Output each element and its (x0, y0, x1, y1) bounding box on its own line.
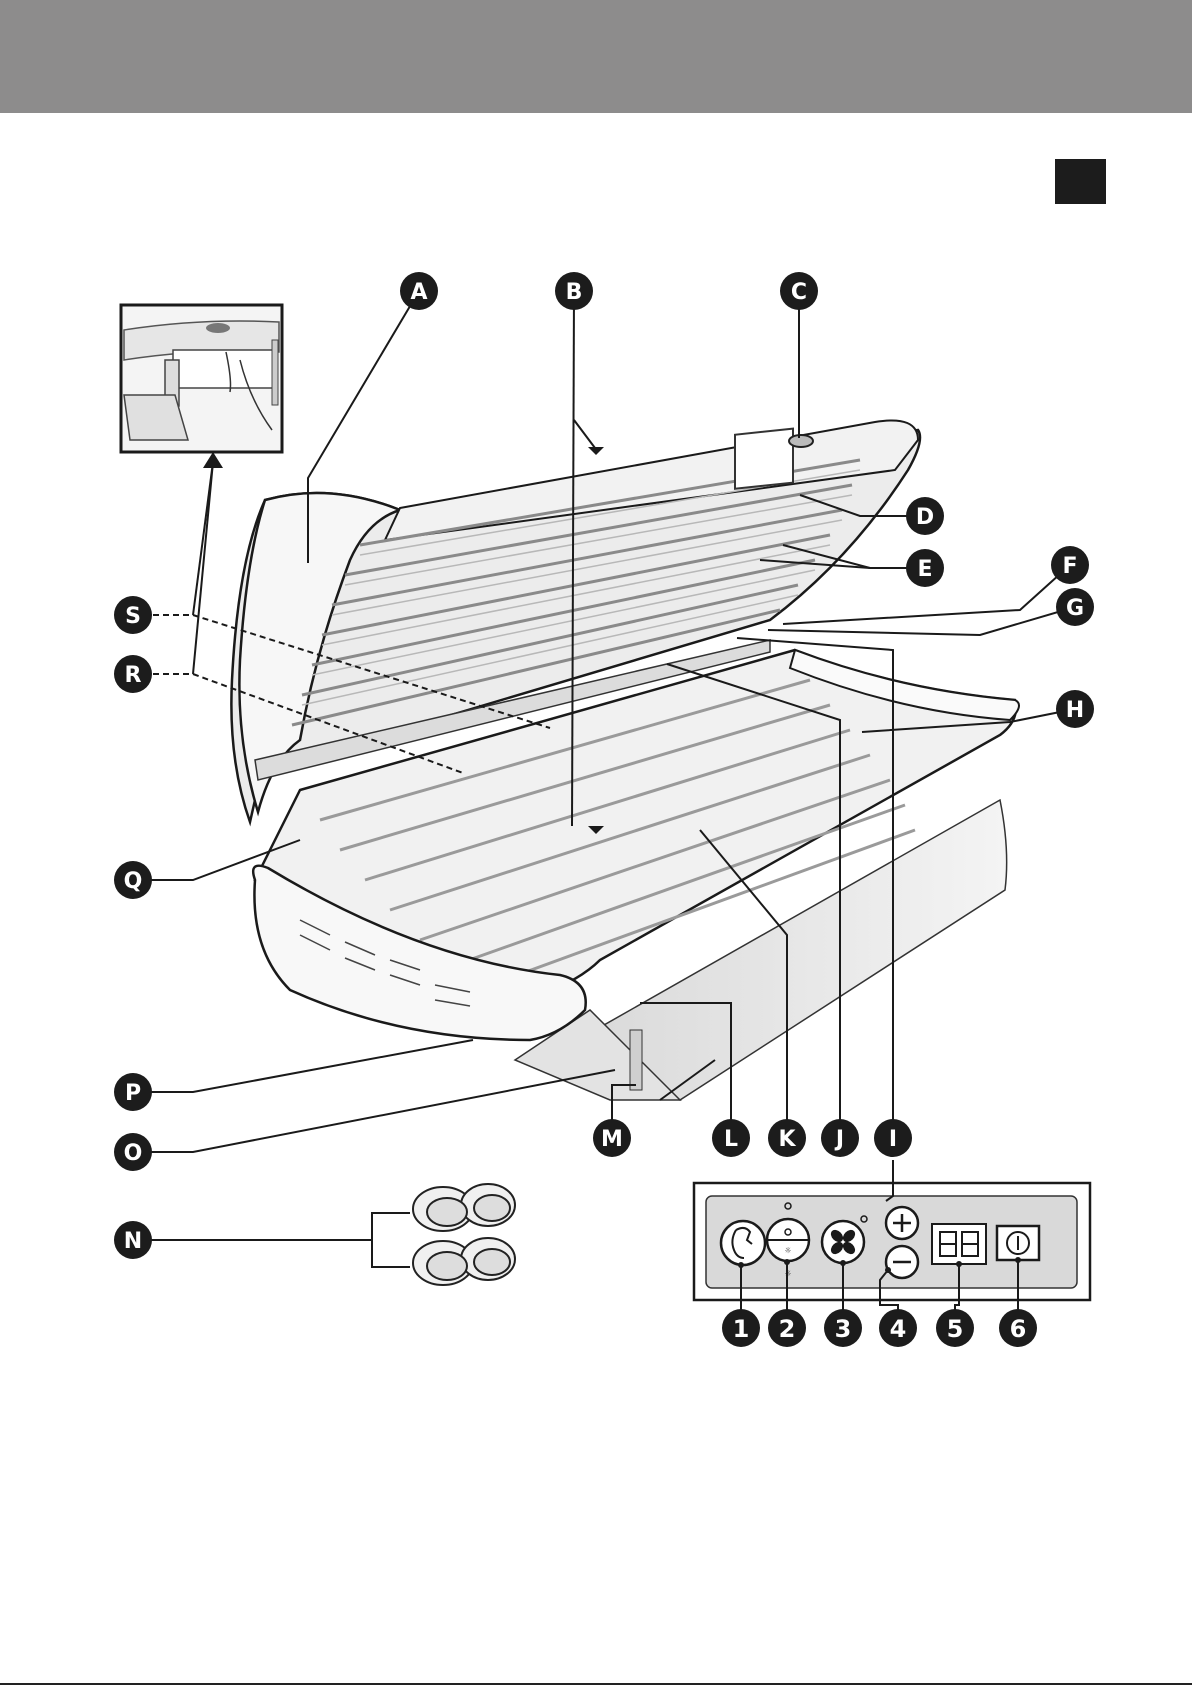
svg-text:B: B (566, 280, 583, 305)
svg-text:P: P (125, 1081, 141, 1106)
svg-text:4: 4 (890, 1315, 907, 1343)
svg-text:A: A (410, 280, 427, 305)
callout-1: 1 (722, 1309, 760, 1347)
svg-text:5: 5 (947, 1315, 964, 1343)
svg-text:H: H (1066, 698, 1084, 723)
svg-text:N: N (124, 1229, 142, 1254)
svg-text:O: O (124, 1141, 143, 1166)
svg-text:F: F (1062, 554, 1077, 579)
svg-text:3: 3 (835, 1315, 852, 1343)
svg-text:K: K (778, 1127, 796, 1152)
callout-M: M (593, 1119, 631, 1157)
callout-2: 2 (768, 1309, 806, 1347)
callout-B: B (555, 272, 593, 310)
callout-S: S (114, 596, 152, 634)
callout-L: L (712, 1119, 750, 1157)
callout-A: A (400, 272, 438, 310)
callout-I: I (874, 1119, 912, 1157)
callout-G: G (1056, 588, 1094, 626)
callout-E: E (906, 549, 944, 587)
svg-text:Q: Q (124, 869, 143, 894)
callout-5: 5 (936, 1309, 974, 1347)
callout-O: O (114, 1133, 152, 1171)
svg-text:J: J (834, 1127, 844, 1152)
callout-J: J (821, 1119, 859, 1157)
callout-N: N (114, 1221, 152, 1259)
goggles (413, 1184, 515, 1285)
callout-K: K (768, 1119, 806, 1157)
svg-text:L: L (724, 1127, 738, 1152)
callout-3: 3 (824, 1309, 862, 1347)
callout-P: P (114, 1073, 152, 1111)
svg-text:2: 2 (779, 1315, 796, 1343)
callout-H: H (1056, 690, 1094, 728)
callout-C: C (780, 272, 818, 310)
svg-text:D: D (916, 505, 934, 530)
callout-F: F (1051, 546, 1089, 584)
svg-text:M: M (601, 1127, 623, 1152)
inset-detail (121, 305, 282, 452)
svg-text:6: 6 (1010, 1315, 1027, 1343)
svg-text:E: E (917, 557, 932, 582)
svg-text:G: G (1066, 596, 1084, 621)
svg-text:I: I (889, 1127, 897, 1152)
svg-text:R: R (125, 663, 142, 688)
svg-text:S: S (125, 604, 141, 629)
callout-Q: Q (114, 861, 152, 899)
callout-6: 6 (999, 1309, 1037, 1347)
svg-text:☼: ☼ (784, 1246, 791, 1255)
control-panel: ☼ ☼ (694, 1160, 1090, 1325)
fan-icon[interactable] (822, 1221, 864, 1263)
callout-D: D (906, 497, 944, 535)
svg-text:1: 1 (733, 1315, 750, 1343)
callout-4: 4 (879, 1309, 917, 1347)
svg-text:C: C (791, 280, 807, 305)
callout-R: R (114, 655, 152, 693)
